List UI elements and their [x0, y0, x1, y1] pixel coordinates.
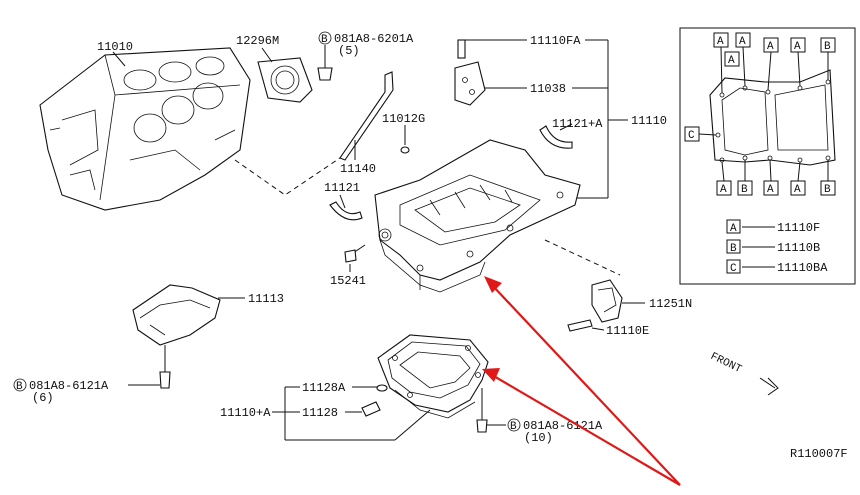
red-arrow-lower [491, 374, 681, 486]
cover-drawing [591, 279, 623, 323]
label-bolt-left: 081A8-6121A [29, 379, 109, 393]
label-front: FRONT [708, 351, 743, 376]
label-bolt-top: 081A8-6201A [334, 32, 414, 46]
circled-b-bottom-icon [507, 418, 521, 432]
circled-b-icon [318, 31, 332, 45]
label-cover: 11251N [649, 297, 692, 311]
inset-marker-sub: A [728, 55, 735, 67]
legend-key-a: A [730, 223, 737, 235]
drain-plug-icon [361, 401, 381, 417]
inset-legend: A 11110F B 11110B C 11110BA [726, 219, 828, 275]
bolt-bottom-icon [476, 419, 488, 433]
red-arrowhead-lower [482, 368, 500, 382]
label-bolt-top-qty: (5) [338, 44, 360, 58]
label-drain-washer: 11128A [302, 381, 346, 395]
dipstick-drawing [339, 71, 394, 161]
inset-marker-bottom-5: B [824, 184, 831, 196]
plug-icon [400, 146, 410, 154]
red-annotation-arrows [482, 276, 681, 486]
label-shield: 11113 [248, 292, 284, 306]
inset-marker-left: C [688, 130, 695, 142]
bolt-left-icon [159, 371, 171, 389]
inset-marker-top-3: A [767, 41, 774, 53]
guide-drawing [329, 201, 363, 221]
legend-part-c: 11110BA [777, 261, 828, 275]
front-arrow-icon [759, 377, 779, 396]
label-cover-bolt: 11110E [606, 324, 649, 338]
rear-seal-drawing [257, 57, 313, 103]
label-drain: 15241 [330, 274, 366, 288]
engine-block-drawing [39, 47, 251, 211]
circled-b-letter: B [321, 34, 328, 46]
shield-drawing [132, 284, 221, 346]
label-gasket-seal: 12296M [236, 34, 279, 48]
upper-oil-pan-drawing [374, 139, 581, 293]
label-lower-pan: 11110+A [220, 406, 271, 420]
inset-marker-top-4: A [794, 41, 801, 53]
label-upper-guide: 11121+A [552, 117, 603, 131]
baffle-drawing [454, 61, 486, 106]
washer-icon [376, 384, 388, 392]
label-bolt-stud: 11110FA [530, 34, 581, 48]
legend-key-c: C [730, 263, 737, 275]
upper-guide-drawing [539, 125, 573, 149]
label-dipstick: 11140 [340, 162, 376, 176]
cover-bolt-icon [567, 319, 593, 332]
circled-b-bottom-letter: B [510, 421, 517, 433]
legend-part-a: 11110F [777, 221, 820, 235]
label-guide: 11121 [324, 181, 360, 195]
label-ref-no: R110007F [790, 447, 848, 461]
label-drain-plug: 11128 [302, 406, 338, 420]
inset-pan-drawing [709, 69, 836, 166]
red-arrow-upper [491, 284, 681, 486]
red-arrowhead-upper [484, 276, 502, 293]
inset-marker-bottom-3: A [767, 184, 774, 196]
label-bolt-left-qty: (6) [32, 391, 54, 405]
inset-marker-bottom-1: A [720, 184, 727, 196]
inset-marker-top-5: B [824, 41, 831, 53]
circled-b-left-icon [13, 378, 27, 392]
inset-marker-bottom-4: A [794, 184, 801, 196]
stud-bolt-icon [457, 39, 466, 59]
label-upper-pan: 11110 [631, 114, 667, 128]
legend-part-b: 11110B [777, 241, 820, 255]
label-bolt-bottom-qty: (10) [524, 431, 553, 445]
circled-b-left-letter: B [16, 381, 23, 393]
inset-marker-bottom-2: B [741, 184, 748, 196]
lower-oil-pan-drawing [377, 334, 489, 419]
inset-markers-top: A A A A B A [713, 32, 836, 94]
inset-marker-top-1: A [717, 36, 724, 48]
inset-markers-bottom: A B A A B [716, 159, 836, 196]
drain-icon [344, 249, 357, 263]
bolt-icon [317, 67, 333, 81]
label-baffle: 11038 [530, 82, 566, 96]
label-plug: 11012G [382, 112, 425, 126]
label-block: 11010 [97, 40, 133, 54]
legend-key-b: B [730, 243, 737, 255]
inset-marker-top-2: A [739, 36, 746, 48]
